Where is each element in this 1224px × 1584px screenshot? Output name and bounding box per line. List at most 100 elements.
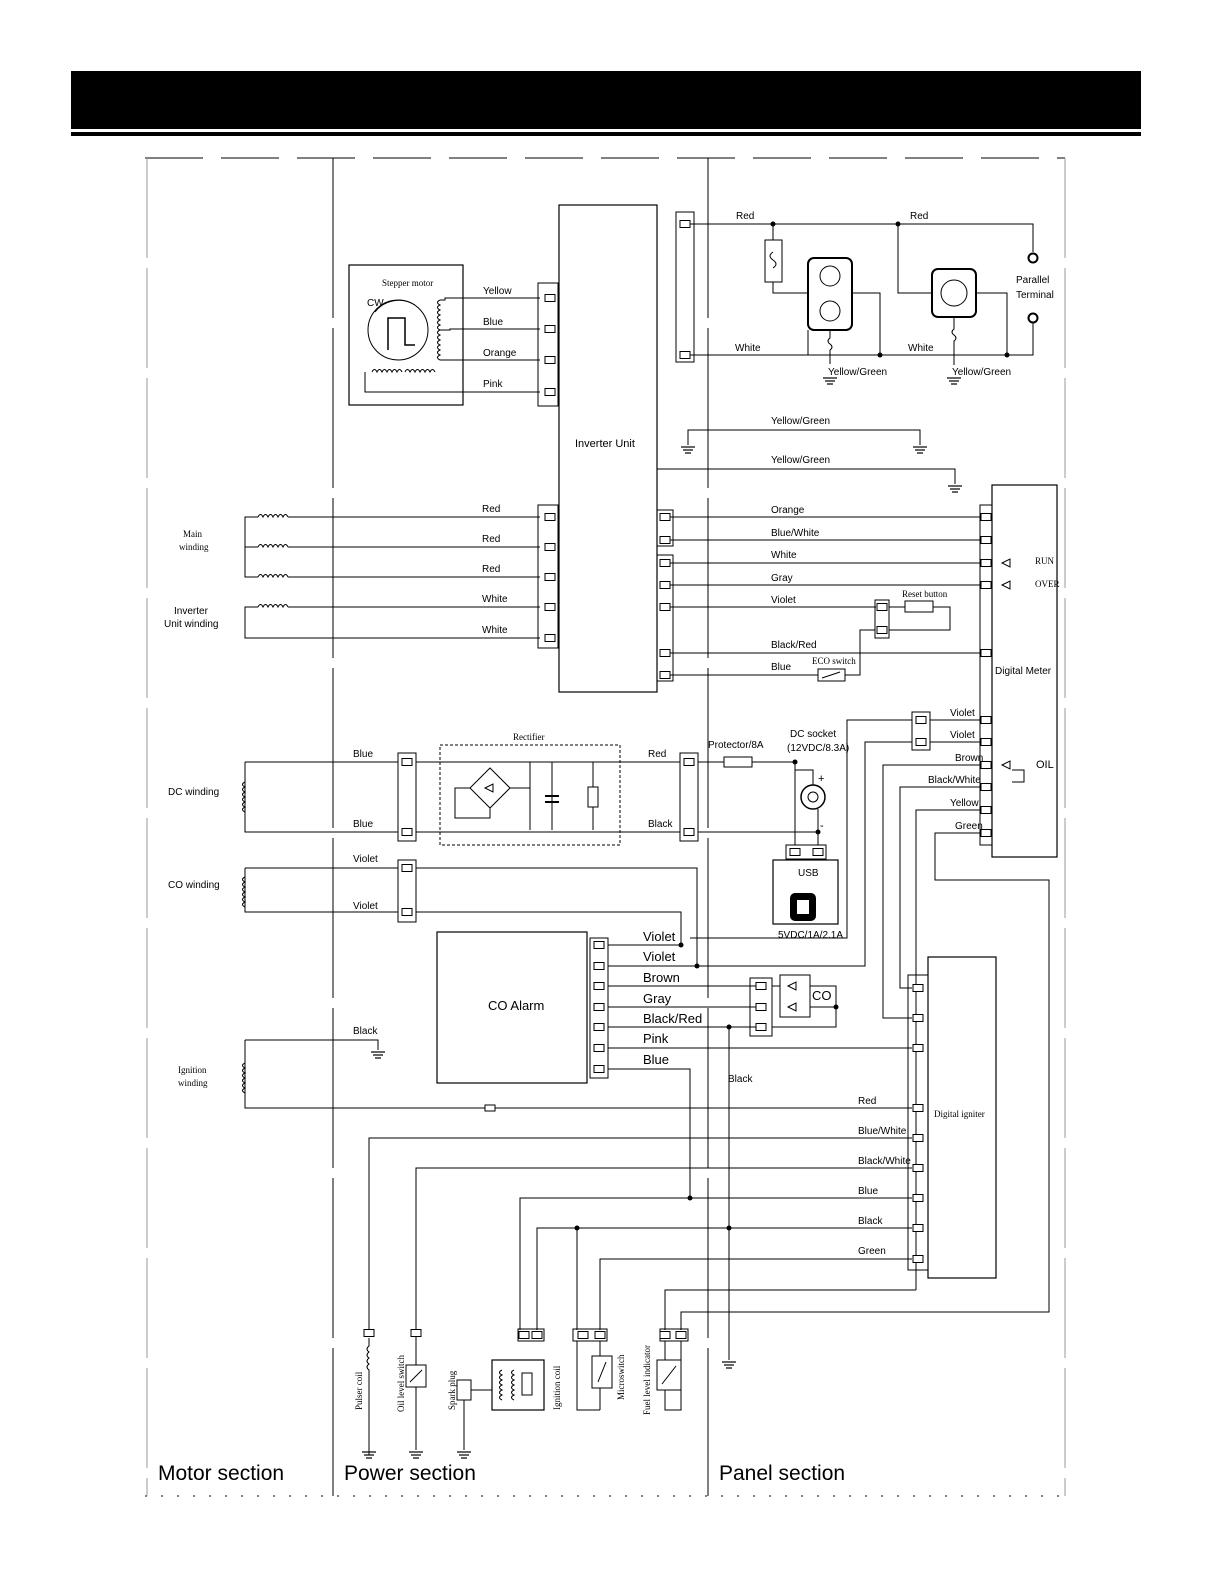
parallel-label-1: Parallel	[1016, 275, 1049, 286]
co-winding: CO winding Violet Violet	[168, 854, 700, 969]
co-wire-gray: Gray	[643, 991, 672, 1006]
ac-red-1: Red	[736, 211, 754, 222]
ground-wires: Yellow/Green Yellow/Green	[657, 416, 963, 493]
fuel-indicator-label: Fuel level indicator	[642, 1345, 652, 1415]
main-winding-label-2: winding	[179, 542, 209, 552]
meter-lower-blackwhite: Black/White	[928, 775, 981, 786]
digital-meter: Digital Meter RUN OVER OIL	[979, 484, 1060, 858]
ground-wire-2: Yellow/Green	[771, 455, 830, 466]
winding-wire-2: Red	[482, 534, 500, 545]
meter-lower-violet-2: Violet	[950, 730, 975, 741]
dc-winding: DC winding Blue Blue Rectifier Red Black…	[168, 729, 849, 941]
pulser-coil-label: Pulser coil	[354, 1371, 364, 1410]
co-winding-wire-1: Violet	[353, 854, 378, 865]
stepper-title: Stepper motor	[382, 278, 433, 288]
ac-yg-2: Yellow/Green	[952, 367, 1011, 378]
co-wire-violet-2: Violet	[643, 949, 676, 964]
co-wire-brown: Brown	[643, 970, 680, 985]
black-wire-label: Black	[728, 1074, 753, 1085]
igniter-wire-red: Red	[858, 1096, 876, 1107]
ground-wire-1: Yellow/Green	[771, 416, 830, 427]
winding-wire-3: Red	[482, 564, 500, 575]
meter-lower-wires: Violet Violet Brown Black/White Yellow G…	[680, 708, 1050, 1330]
meter-wire-orange: Orange	[771, 505, 805, 516]
winding-wire-4: White	[482, 594, 508, 605]
panel-section-title: Panel section	[719, 1462, 845, 1485]
ignition-winding-label-1: Ignition	[178, 1065, 207, 1075]
meter-wire-gray: Gray	[771, 573, 793, 584]
frame	[145, 157, 1066, 1497]
inverter-unit: Inverter Unit	[558, 204, 658, 693]
dc-minus: -	[820, 820, 824, 832]
co-wire-pink: Pink	[643, 1031, 669, 1046]
bottom-components: Pulser coil Oil level switch Spark plug …	[354, 1328, 689, 1459]
digital-igniter: Digital igniter Red Blue/White Black/Whi…	[368, 956, 997, 1369]
meter-wires: Orange Blue/White White Gray Violet Blac…	[670, 505, 985, 682]
run-label: RUN	[1035, 556, 1055, 566]
meter-wire-bluewhite: Blue/White	[771, 528, 820, 539]
oil-switch-label: Oil level switch	[396, 1355, 406, 1412]
co-winding-wire-2: Violet	[353, 901, 378, 912]
ac-yg-1: Yellow/Green	[828, 367, 887, 378]
dc-blue-2: Blue	[353, 819, 373, 830]
ignition-coil-label: Ignition coil	[552, 1365, 562, 1410]
header-bar	[71, 71, 1141, 129]
inverter-title: Inverter Unit	[575, 438, 635, 450]
meter-wire-blue: Blue	[771, 662, 791, 673]
igniter-wire-green: Green	[858, 1246, 886, 1257]
inverter-winding-label-1: Inverter	[174, 606, 209, 617]
stepper-wire-pink: Pink	[483, 379, 503, 390]
ac-output: Red Red White White Parallel Terminal Ye…	[690, 211, 1054, 385]
meter-title: Digital Meter	[995, 666, 1052, 677]
usb-label: USB	[798, 868, 819, 879]
ignition-winding: Ignition winding Black	[178, 1026, 912, 1112]
rectifier-label: Rectifier	[513, 732, 544, 742]
inverter-winding: Inverter Unit winding	[164, 604, 540, 639]
meter-wire-white: White	[771, 550, 797, 561]
motor-section-title: Motor section	[158, 1462, 284, 1485]
meter-lower-violet-1: Violet	[950, 708, 975, 719]
co-alarm: CO Alarm Violet Violet Brown Gray Black/…	[436, 929, 912, 1198]
igniter-wire-bluewhite: Blue/White	[858, 1126, 907, 1137]
protector-label: Protector/8A	[708, 740, 764, 751]
igniter-wire-blue: Blue	[858, 1186, 878, 1197]
ac-red-2: Red	[910, 211, 928, 222]
co-wire-blackred: Black/Red	[643, 1011, 702, 1026]
inverter-winding-label-2: Unit winding	[164, 619, 218, 630]
microswitch-label: Microswitch	[616, 1354, 626, 1400]
ignition-winding-label-2: winding	[178, 1078, 208, 1088]
winding-wire-5: White	[482, 625, 508, 636]
co-alarm-title: CO Alarm	[488, 998, 544, 1013]
usb-rating: 5VDC/1A/2.1A	[778, 930, 843, 941]
header-rule	[71, 132, 1141, 136]
dc-blue-1: Blue	[353, 749, 373, 760]
dc-winding-label: DC winding	[168, 787, 219, 798]
dc-black: Black	[648, 819, 673, 830]
stepper-wire-yellow: Yellow	[483, 286, 512, 297]
co-wire-violet-1: Violet	[643, 929, 676, 944]
dc-socket-label-1: DC socket	[790, 729, 836, 740]
igniter-wire-blackwhite: Black/White	[858, 1156, 911, 1167]
main-winding-label-1: Main	[183, 529, 202, 539]
igniter-title: Digital igniter	[934, 1109, 985, 1119]
reset-button-label: Reset button	[902, 589, 948, 599]
winding-wire-1: Red	[482, 504, 500, 515]
dc-socket-label-2: (12VDC/8.3A)	[787, 743, 849, 754]
ac-white-1: White	[735, 343, 761, 354]
ignition-black: Black	[353, 1026, 378, 1037]
parallel-label-2: Terminal	[1016, 290, 1054, 301]
co-indicator-label: CO	[812, 988, 832, 1003]
cw-label: CW	[367, 298, 384, 309]
stepper-wire-orange: Orange	[483, 348, 517, 359]
stepper-wire-blue: Blue	[483, 317, 503, 328]
meter-wire-violet: Violet	[771, 595, 796, 606]
meter-lower-green: Green	[955, 821, 983, 832]
igniter-wire-black: Black	[858, 1216, 883, 1227]
meter-lower-yellow: Yellow	[950, 798, 979, 809]
power-section-title: Power section	[344, 1462, 476, 1485]
stepper-motor: Stepper motor CW Yellow Blue Orange Pink	[348, 264, 540, 406]
main-winding: Main winding	[179, 514, 540, 578]
co-winding-label: CO winding	[168, 880, 220, 891]
co-wire-blue: Blue	[643, 1052, 669, 1067]
